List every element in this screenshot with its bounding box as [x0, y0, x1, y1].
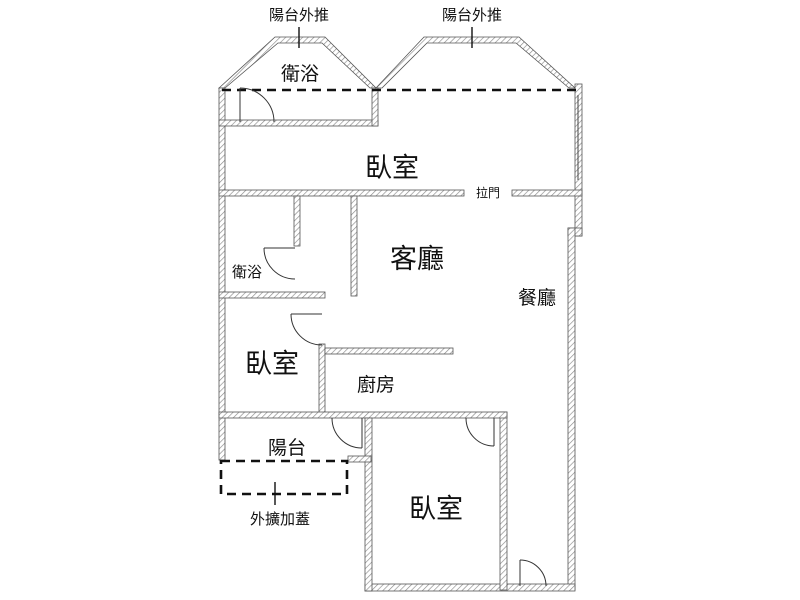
wall-bedroom-top-right-seg	[511, 189, 583, 197]
door-bedroom-bottom	[465, 417, 495, 447]
wall-entry-left	[499, 411, 508, 591]
wall-stub-living	[350, 195, 358, 297]
wall-exterior-left	[218, 87, 226, 461]
label-balcony-ext-right: 陽台外推	[442, 6, 502, 24]
wall-bottom	[364, 583, 576, 592]
room-labels: 陽台外推 陽台外推 衛浴 臥室 拉門 客廳 餐廳 衛浴 臥室 廚房 陽台 臥室 …	[232, 6, 556, 528]
pointer-lines	[274, 27, 473, 505]
wall-bath-top-right	[371, 87, 379, 127]
wall-bath-left-right	[293, 195, 301, 247]
label-dining-room: 餐廳	[518, 287, 556, 309]
wall-bedroom-top-left-seg	[218, 189, 465, 197]
wall-kitchen-top	[324, 347, 454, 355]
wall-bedroom-left-right	[318, 343, 326, 417]
wall-bedroom-bottom-left	[364, 417, 373, 592]
label-bedroom-left: 臥室	[245, 349, 299, 380]
label-bedroom-top: 臥室	[365, 153, 419, 184]
door-bedroom-left	[290, 313, 323, 346]
dashed-extension-box	[219, 459, 349, 496]
wall-balcony-top	[218, 411, 508, 419]
door-bath-top	[239, 87, 275, 123]
wall-bath-top-bottom	[218, 119, 379, 127]
label-balcony: 陽台	[268, 437, 306, 459]
label-extension: 外擴加蓋	[250, 510, 310, 528]
label-balcony-ext-left: 陽台外推	[269, 6, 329, 24]
door-bath-left	[263, 247, 296, 280]
label-kitchen: 廚房	[357, 373, 395, 396]
dashed-lines	[219, 88, 578, 496]
wall-balcony-right	[347, 455, 372, 463]
label-bedroom-bottom: 臥室	[409, 494, 463, 525]
doors	[239, 87, 547, 587]
wall-bath-left-bottom	[218, 291, 326, 299]
wall-balcony-right	[375, 36, 577, 89]
door-entry	[519, 559, 547, 587]
label-bath-left: 衛浴	[232, 263, 262, 281]
label-living-room: 客廳	[390, 244, 444, 275]
walls	[217, 36, 583, 592]
label-sliding-door: 拉門	[476, 185, 500, 200]
wall-balcony-left	[217, 36, 377, 89]
door-balcony	[331, 417, 363, 449]
label-bath-top: 衛浴	[281, 63, 319, 85]
wall-exterior-right-lower	[567, 227, 576, 591]
